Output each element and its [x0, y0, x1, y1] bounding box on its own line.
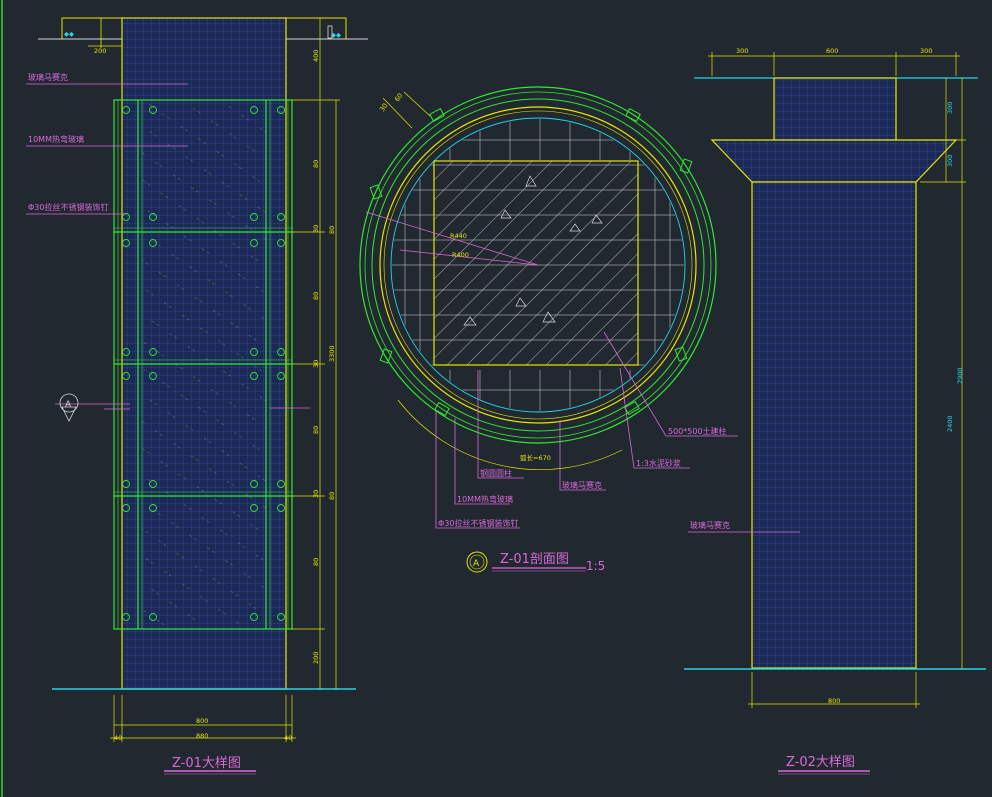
dim-seg-c: 80 [312, 292, 320, 300]
decorative-nails [122, 106, 285, 621]
dim-top-offset: 200 [94, 47, 106, 55]
dim-width-outer: 800 [196, 717, 208, 725]
label-mosaic: 玻璃马赛克 [28, 72, 68, 82]
z02-elevation: 300 600 300 300 300 2900 2400 800 玻璃马赛克 … [684, 47, 986, 775]
radius-r400: R400 [452, 251, 469, 259]
z02-shaft [751, 181, 917, 669]
label-glass: 10MM热弯玻璃 [28, 134, 84, 144]
dim-seg-a: 80 [312, 160, 320, 168]
dim-30a: 30 [312, 225, 320, 233]
dim-total: 3300 [328, 345, 336, 362]
section-marker-label: A [473, 559, 480, 569]
z02-title: Z-02大样图 [786, 755, 855, 770]
label-nail: Φ30拉丝不锈钢装饰钉 [28, 202, 108, 212]
z02-label-mosaic: 玻璃马赛克 [690, 520, 730, 530]
z02-dim-lower: 2400 [946, 415, 954, 432]
label-mortar: 1:3水泥砂浆 [636, 458, 681, 468]
z02-dim-top-mid: 600 [826, 47, 838, 55]
dim-400: 400 [312, 50, 320, 62]
section-title: Z-01剖面图 [500, 552, 569, 567]
z01-vertical-dims [292, 18, 340, 689]
dim-seg-b: 80 [328, 226, 336, 234]
z01-section: R440 R400 30 60 弧长=670 500*500土建柱 1:3水泥砂… [359, 86, 738, 573]
z02-dim-v2: 300 [946, 155, 954, 167]
dim-seg-f: 80 [312, 558, 320, 566]
z01-title: Z-01大样图 [172, 756, 241, 771]
dim-d1: 30 [378, 102, 389, 113]
label-steel: 钢圆圆柱 [480, 468, 512, 478]
label-mosaic-sec: 玻璃马赛克 [562, 480, 602, 490]
section-marker: A [55, 393, 310, 422]
marker-a-label: A [65, 400, 72, 410]
dim-30b: 30 [312, 360, 320, 368]
dim-200: 200 [312, 652, 320, 664]
z02-dim-top-right: 300 [920, 47, 932, 55]
ring-brackets [369, 107, 693, 417]
z02-capital [710, 139, 958, 183]
label-nail-sec: Φ30拉丝不锈钢装饰钉 [438, 518, 518, 528]
dim-d2: 60 [393, 92, 404, 103]
dim-30c: 30 [312, 490, 320, 498]
dim-width-right: 40 [284, 734, 292, 742]
z02-dim-v1: 300 [946, 102, 954, 114]
radius-r440: R440 [450, 232, 467, 240]
z02-dim-total: 2900 [956, 367, 964, 384]
section-scale: 1:5 [586, 559, 605, 573]
dim-seg-d: 80 [312, 426, 320, 434]
z01-elevation: ◆◆ ◆◆ 200 [26, 17, 368, 775]
dim-seg-e: 80 [328, 492, 336, 500]
z02-dim-bottom: 800 [828, 697, 840, 705]
dim-width-inner: 880 [196, 732, 208, 740]
label-column: 500*500土建柱 [668, 426, 727, 436]
marker-icon: ◆◆ [64, 30, 74, 38]
z01-bottom-dims [110, 695, 296, 742]
z02-dim-top-left: 300 [736, 47, 748, 55]
marker-icon: ◆◆ [331, 31, 341, 39]
concrete-column [433, 160, 639, 366]
dim-width-left: 40 [114, 734, 122, 742]
label-glass-sec: 10MM热弯玻璃 [457, 494, 513, 504]
arc-length: 弧长=670 [520, 453, 551, 462]
z02-top-block [773, 77, 897, 141]
